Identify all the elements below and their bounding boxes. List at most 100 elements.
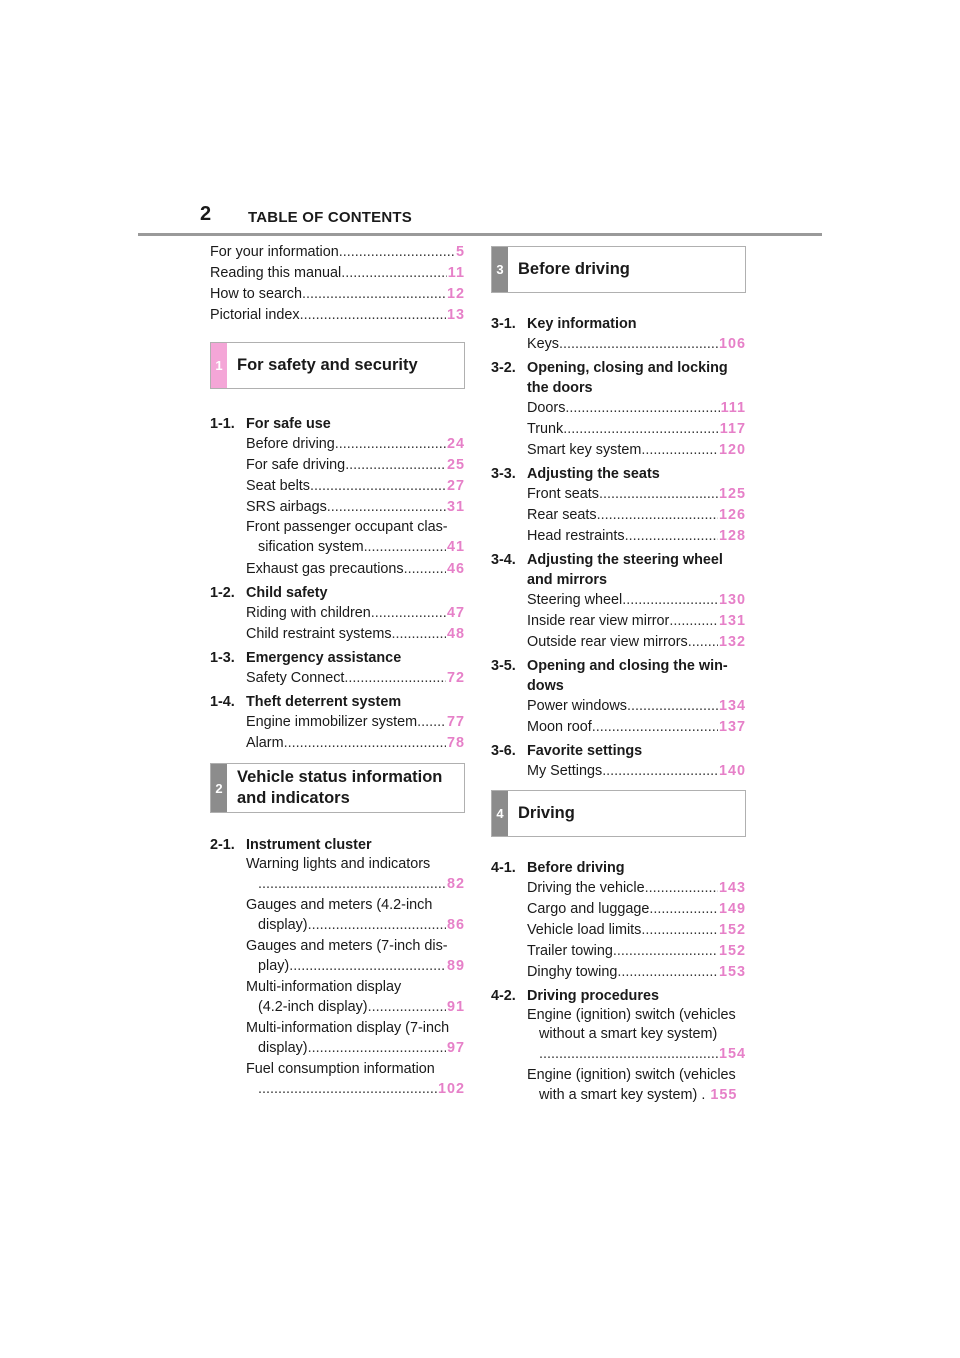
page-link[interactable]: 102 — [437, 1081, 465, 1097]
toc-column-right: 3 Before driving 3-1.Key information Key… — [491, 242, 746, 1107]
page-link[interactable]: 31 — [446, 499, 465, 515]
toc-column-left: For your information5 Reading this manua… — [210, 242, 465, 1101]
page-link[interactable]: 78 — [446, 735, 465, 751]
page-link[interactable]: 131 — [718, 613, 746, 629]
page-link[interactable]: 46 — [446, 561, 465, 577]
toc-entry[interactable]: For safe driving25 — [246, 455, 465, 475]
page-link[interactable]: 91 — [446, 999, 465, 1015]
toc-entry[interactable]: Front passenger occupant clas- sificatio… — [246, 518, 465, 557]
toc-entry[interactable]: Reading this manual11 — [210, 263, 465, 283]
page-link[interactable]: 128 — [718, 528, 746, 544]
toc-entry[interactable]: SRS airbags31 — [246, 497, 465, 517]
section-3-6-heading: 3-6.Favorite settings — [491, 743, 643, 759]
section-1-3-heading: 1-3.Emergency assistance — [210, 650, 402, 666]
toc-entry[interactable]: Vehicle load limits152 — [527, 920, 746, 940]
page-link[interactable]: 132 — [718, 634, 746, 650]
toc-entry[interactable]: Alarm78 — [246, 733, 465, 753]
toc-entry[interactable]: Seat belts27 — [246, 476, 465, 496]
page-link[interactable]: 120 — [718, 442, 746, 458]
intro-list: For your information5 Reading this manua… — [210, 242, 465, 325]
page-link[interactable]: 140 — [718, 763, 746, 779]
toc-entry[interactable]: Multi-information display (7-inch displa… — [246, 1019, 465, 1058]
toc-entry[interactable]: Head restraints128 — [527, 526, 746, 546]
toc-entry[interactable]: Doors111 — [527, 398, 746, 418]
page-link[interactable]: 152 — [718, 922, 746, 938]
page-link[interactable]: 106 — [718, 336, 746, 352]
section-3-1-heading: 3-1.Key information — [491, 316, 637, 332]
page-link[interactable]: 89 — [446, 958, 465, 974]
toc-entry[interactable]: Child restraint systems48 — [246, 624, 465, 644]
chapter-4-tab: 4 — [492, 791, 508, 836]
chapter-1-title: For safety and security — [237, 356, 418, 374]
toc-entry[interactable]: Outside rear view mirrors132 — [527, 632, 746, 652]
page-link[interactable]: 155 — [710, 1087, 738, 1103]
toc-entry[interactable]: Trunk117 — [527, 419, 746, 439]
toc-entry[interactable]: Fuel consumption information 102 — [246, 1060, 465, 1099]
section-4-2-heading: 4-2.Driving procedures — [491, 988, 659, 1004]
toc-entry[interactable]: Engine (ignition) switch (vehicles witho… — [527, 1006, 746, 1064]
page-link[interactable]: 125 — [718, 486, 746, 502]
toc-entry[interactable]: How to search12 — [210, 284, 465, 304]
page-link[interactable]: 126 — [718, 507, 746, 523]
toc-entry[interactable]: Engine immobilizer system77 — [246, 712, 465, 732]
page-link[interactable]: 25 — [446, 457, 465, 473]
page-link[interactable]: 149 — [718, 901, 746, 917]
toc-entry[interactable]: Keys106 — [527, 334, 746, 354]
chapter-2-header[interactable]: 2 Vehicle status information and indicat… — [210, 763, 465, 813]
toc-entry[interactable]: Riding with children47 — [246, 603, 465, 623]
toc-entry[interactable]: Exhaust gas precautions46 — [246, 559, 465, 579]
page-link[interactable]: 137 — [718, 719, 746, 735]
page-link[interactable]: 134 — [718, 698, 746, 714]
page-link[interactable]: 24 — [446, 436, 465, 452]
page-link[interactable]: 77 — [446, 714, 465, 730]
toc-entry[interactable]: My Settings140 — [527, 761, 746, 781]
page-link[interactable]: 111 — [720, 400, 746, 416]
page-link[interactable]: 154 — [718, 1046, 746, 1062]
toc-entry[interactable]: Inside rear view mirror131 — [527, 611, 746, 631]
page-link[interactable]: 47 — [446, 605, 465, 621]
toc-entry[interactable]: Front seats125 — [527, 484, 746, 504]
section-2-1-heading: 2-1.Instrument cluster — [210, 837, 372, 853]
toc-entry[interactable]: Warning lights and indicators 82 — [246, 855, 465, 894]
page-link[interactable]: 153 — [718, 964, 746, 980]
toc-entry[interactable]: Pictorial index13 — [210, 305, 465, 325]
chapter-4-header[interactable]: 4 Driving — [491, 790, 746, 837]
page-link[interactable]: 5 — [455, 244, 465, 260]
toc-entry[interactable]: Dinghy towing153 — [527, 962, 746, 982]
page-link[interactable]: 82 — [446, 876, 465, 892]
page-link[interactable]: 48 — [446, 626, 465, 642]
toc-entry[interactable]: Trailer towing152 — [527, 941, 746, 961]
page-link[interactable]: 13 — [446, 307, 465, 323]
page-link[interactable]: 86 — [446, 917, 465, 933]
toc-entry[interactable]: Rear seats126 — [527, 505, 746, 525]
toc-entry[interactable]: Gauges and meters (7-inch dis- play)89 — [246, 937, 465, 976]
section-1-2-heading: 1-2.Child safety — [210, 585, 328, 601]
chapter-1-tab: 1 — [211, 343, 227, 388]
page-link[interactable]: 72 — [446, 670, 465, 686]
page-link[interactable]: 97 — [446, 1040, 465, 1056]
page-link[interactable]: 27 — [446, 478, 465, 494]
toc-entry[interactable]: For your information5 — [210, 242, 465, 262]
toc-entry[interactable]: Driving the vehicle143 — [527, 878, 746, 898]
toc-entry[interactable]: Safety Connect72 — [246, 668, 465, 688]
page-link[interactable]: 143 — [718, 880, 746, 896]
page-link[interactable]: 12 — [446, 286, 465, 302]
page-link[interactable]: 130 — [718, 592, 746, 608]
toc-entry[interactable]: Engine (ignition) switch (vehicles with … — [527, 1067, 738, 1103]
page-link[interactable]: 152 — [718, 943, 746, 959]
chapter-1-header[interactable]: 1 For safety and security — [210, 342, 465, 389]
toc-entry[interactable]: Gauges and meters (4.2-inch display)86 — [246, 896, 465, 935]
page-link[interactable]: 41 — [446, 539, 465, 555]
toc-entry[interactable]: Multi-information display (4.2-inch disp… — [246, 978, 465, 1017]
toc-entry[interactable]: Smart key system120 — [527, 440, 746, 460]
toc-entry[interactable]: Steering wheel130 — [527, 590, 746, 610]
page-link[interactable]: 11 — [447, 265, 465, 281]
toc-entry[interactable]: Before driving24 — [246, 434, 465, 454]
page-link[interactable]: 117 — [719, 421, 746, 437]
toc-entry[interactable]: Power windows134 — [527, 696, 746, 716]
chapter-3-header[interactable]: 3 Before driving — [491, 246, 746, 293]
page-title: TABLE OF CONTENTS — [248, 209, 412, 226]
toc-entry[interactable]: Cargo and luggage149 — [527, 899, 746, 919]
toc-entry[interactable]: Moon roof137 — [527, 717, 746, 737]
